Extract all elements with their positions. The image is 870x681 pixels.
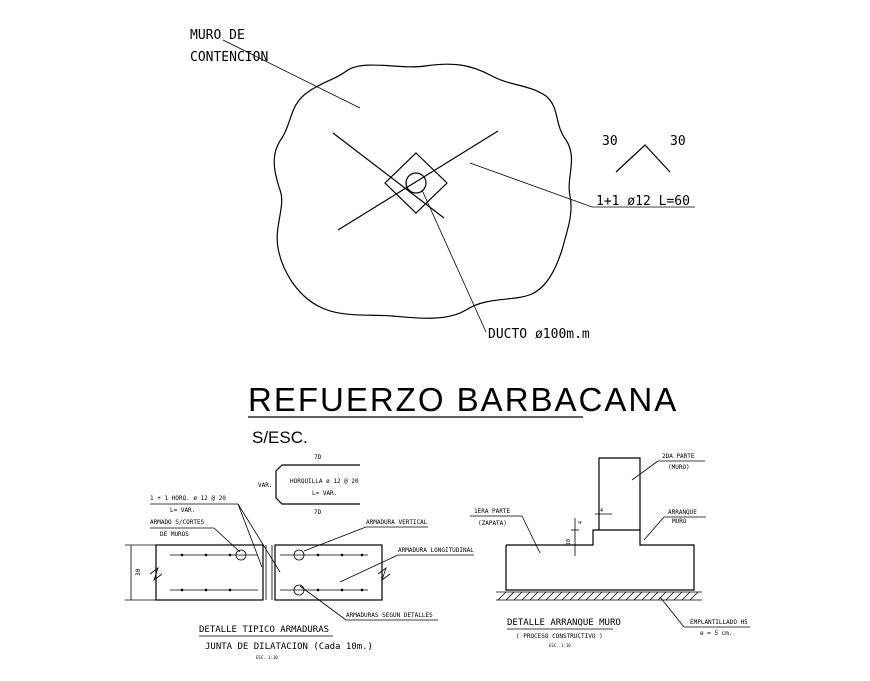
d1-arm-longitudinal: ARMADURA LONGITUDINAL (398, 547, 474, 554)
d2-dim-4-h: 4 (600, 508, 603, 514)
d2-emplantillado: EMPLANTILLADO H5 (690, 619, 748, 626)
d1-arm-segun: ARMADURAS SEGUN DETALLES (346, 612, 433, 619)
d1-bar-leader-1 (237, 503, 263, 568)
muro-label-2: CONTENCION (190, 50, 268, 65)
d2-2da-parte-1: 2DA PARTE (662, 453, 695, 460)
angle-right-label: 30 (670, 134, 686, 149)
d2-1era-parte-2: (ZAPATA) (478, 520, 507, 527)
d1-bar-leader-2 (237, 503, 281, 573)
d2-muro-outline (598, 457, 641, 530)
d2-2da-parte-2: (MURO) (668, 464, 690, 471)
rebar-diagonal-2 (337, 130, 499, 231)
d1-arm-segun-leader (299, 585, 347, 621)
d1-esc: ESC. 1:10 (256, 655, 278, 660)
d1-armado-2: DE MUROS (160, 531, 189, 538)
angle-left-label: 30 (602, 134, 618, 149)
d1-7d-bottom: 7D (314, 509, 322, 516)
ducto-leader (421, 189, 487, 333)
d2-caption-2: ( PROCESO CONSTRUCTIVO ) (516, 633, 603, 640)
d2-arranque-1: ARRANQUE (668, 509, 697, 516)
d1-caption-1: DETALLE TIPICO ARMADURAS (199, 625, 329, 635)
d1-break-right (377, 566, 391, 582)
bar-spec-label: 1+1 ø12 L=60 (596, 194, 690, 209)
d1-hairpin-circle-3 (293, 584, 305, 596)
d1-7d-top: 7D (314, 454, 322, 461)
muro-label-1: MURO DE (190, 28, 245, 43)
d1-l-var: L= VAR. (312, 490, 337, 497)
d1-bar-l: L= VAR. (170, 507, 195, 514)
wall-outline (273, 63, 573, 319)
scale-label: S/ESC. (252, 428, 308, 447)
d2-arranque-2: MURO (672, 518, 687, 525)
d1-bar-spec: 1 + 1 HORQ. ø 12 @ 20 (150, 495, 226, 502)
d2-zapata-outline (505, 529, 695, 591)
d2-esc: ESC. 1:10 (549, 643, 571, 648)
d1-block-left (155, 544, 264, 601)
d1-break-left (149, 566, 163, 582)
muro-leader (222, 39, 361, 109)
d2-1era-leader (521, 515, 541, 554)
d1-armado-1: ARMADO S/CORTES (150, 519, 205, 526)
bar-spec-leader (469, 162, 695, 208)
d1-arm-vertical: ARMADURA VERTICAL (366, 519, 428, 526)
d1-horquilla: HORQUILLA ø 12 @ 20 (290, 478, 359, 485)
d2-caption-1: DETALLE ARRANQUE MURO (507, 618, 621, 628)
d2-arranque-leader (643, 516, 665, 541)
d1-armado-leader (213, 527, 241, 553)
duct-square (384, 152, 448, 214)
rebar-diagonal-1 (332, 132, 445, 219)
d2-1era-parte-1: 1ERA PARTE (474, 508, 511, 515)
d1-hairpin-circle-1 (235, 549, 247, 561)
d2-2da-leader (631, 460, 659, 481)
d1-hairpin-circle-2 (293, 549, 305, 561)
d2-dim-10: 10 (566, 539, 572, 545)
d1-caption-2: JUNTA DE DILATACION (Cada 10m.) (205, 642, 373, 652)
d2-emplantillado-leader (659, 596, 685, 628)
d2-dim-4: 4 (578, 521, 584, 524)
d1-arm-vertical-leader (303, 526, 367, 552)
d1-dim-30: 30 (135, 568, 142, 576)
d1-block-right (274, 544, 383, 601)
d1-arm-long-leader (339, 554, 399, 583)
angle-bend (615, 144, 671, 173)
d2-e5: e = 5 cm. (700, 630, 733, 637)
d1-bar-dots (180, 553, 364, 592)
duct-circle (405, 172, 427, 194)
d1-var: VAR. (258, 482, 272, 489)
d1-hairpin (275, 464, 360, 505)
ducto-label: DUCTO ø100m.m (488, 327, 590, 342)
drawing-title: REFUERZO BARBACANA (248, 381, 678, 418)
d2-ground-hatch (497, 591, 699, 601)
